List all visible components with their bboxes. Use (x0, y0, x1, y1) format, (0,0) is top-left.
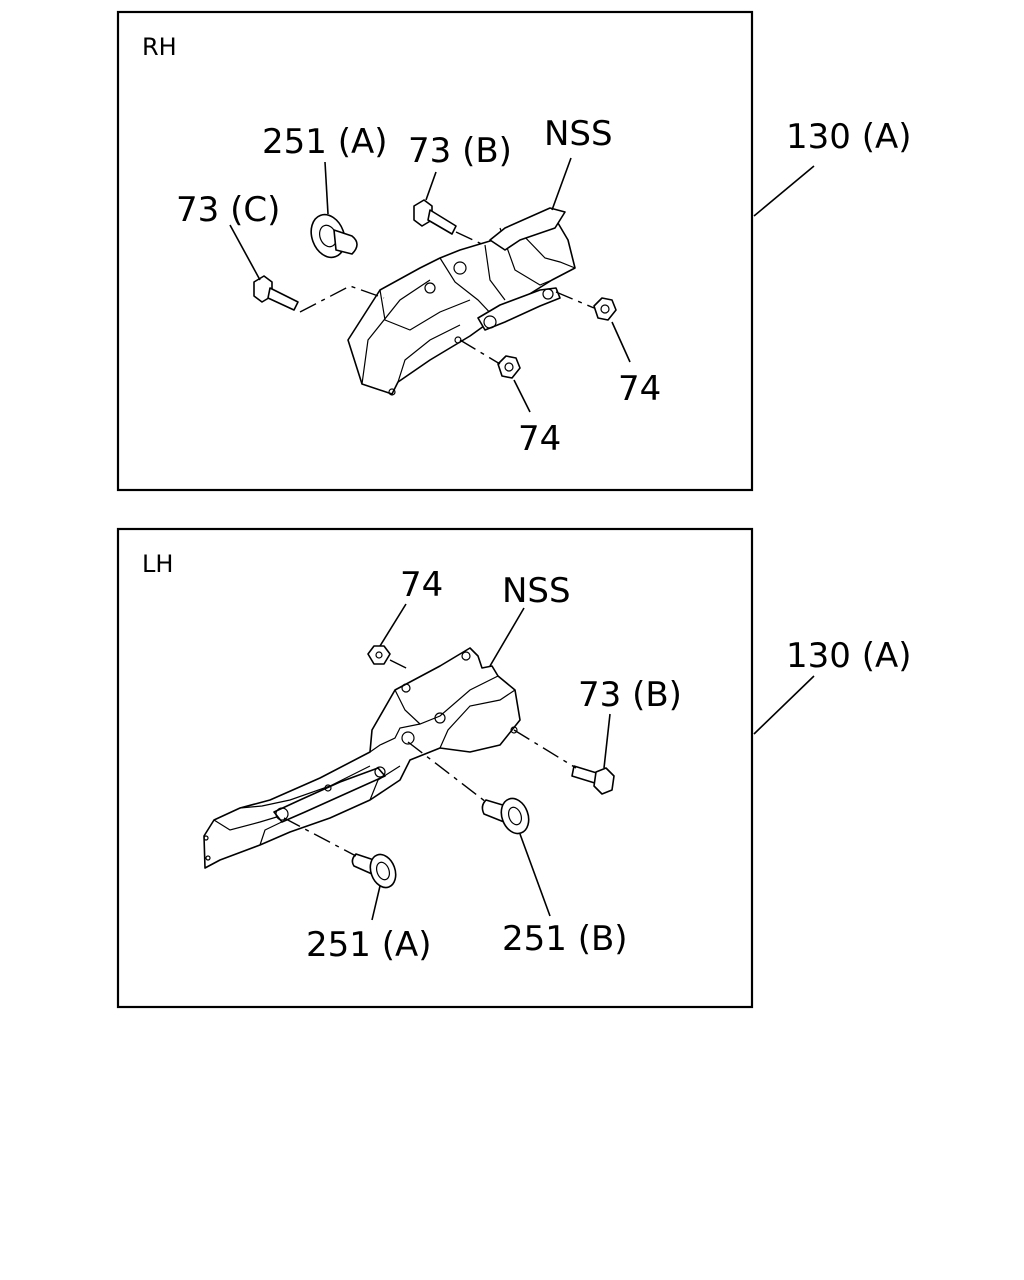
rh-nut-74-bottom (497, 355, 521, 379)
lh-panel-frame (116, 527, 754, 1009)
lh-panel: LH (116, 527, 912, 1009)
lh-callout-73b: 73 (B) (578, 675, 682, 715)
rh-callout-74-bottom: 74 (518, 419, 561, 459)
lh-callout-nss: NSS (502, 571, 571, 611)
lh-callout-251b: 251 (B) (502, 919, 628, 959)
rh-panel: RH (116, 10, 912, 492)
lh-clip-251b (481, 797, 530, 835)
rh-assembly-ref: 130 (A) (786, 117, 912, 157)
rh-callout-73c: 73 (C) (176, 190, 280, 230)
lh-callout-251a: 251 (A) (306, 925, 432, 965)
rh-leader-lines (229, 157, 815, 413)
rh-bracket (347, 207, 576, 396)
lh-bolt-73b (571, 765, 615, 795)
rh-bolt-73b (413, 199, 457, 235)
lh-clip-251a (351, 853, 397, 889)
rh-callout-74-right: 74 (618, 369, 661, 409)
rh-bolt-73c (253, 275, 299, 311)
lh-assembly-ref: 130 (A) (786, 636, 912, 676)
rh-callout-nss: NSS (544, 114, 613, 154)
rh-callout-73b: 73 (B) (408, 131, 512, 171)
lh-callout-74: 74 (400, 565, 443, 605)
lh-nut-74 (367, 645, 391, 665)
rh-panel-frame (116, 10, 754, 492)
lh-panel-title: LH (142, 550, 173, 578)
lh-leader-lines (283, 603, 815, 921)
rh-callout-251a: 251 (A) (262, 122, 388, 162)
rh-nut-74-right (593, 297, 617, 321)
rh-clip-251a (310, 213, 358, 259)
rh-panel-title: RH (142, 33, 177, 61)
lh-bracket (203, 647, 521, 869)
